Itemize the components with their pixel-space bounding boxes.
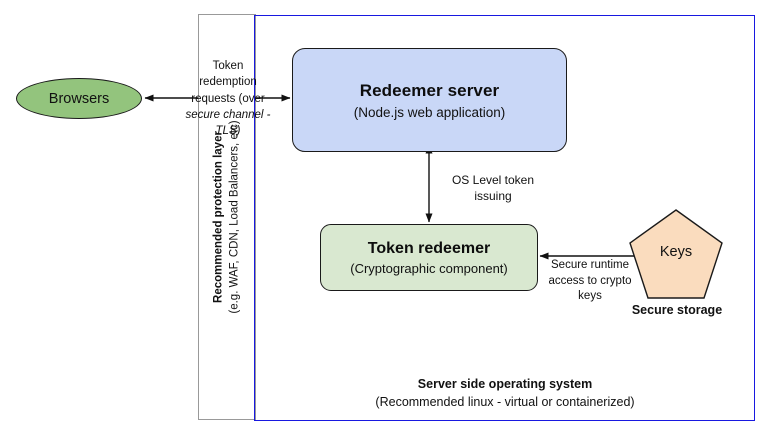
protection-layer-subtitle: (e.g. WAF, CDN, Load Balancers, etc): [228, 120, 240, 314]
secure-runtime-line-2: access to crypto: [548, 274, 632, 287]
protection-layer-container: Recommended protection layer (e.g. WAF, …: [198, 14, 256, 420]
secure-runtime-line-3: keys: [578, 290, 602, 303]
node-browsers[interactable]: Browsers: [16, 78, 142, 119]
edge-label-line-1: Token: [212, 60, 244, 72]
edge-label-os-level-token-issuing: OS Level token issuing: [427, 172, 559, 204]
server-boundary-caption: Server side operating system (Recommende…: [330, 375, 680, 411]
node-token-redeemer[interactable]: Token redeemer (Cryptographic component): [320, 224, 538, 291]
edge-label-token-redemption: Token redemption requests (over secure c…: [182, 58, 274, 140]
edge-label-line-5: TLS): [215, 125, 241, 138]
protection-layer-label: Recommended protection layer (e.g. WAF, …: [211, 120, 242, 313]
secure-storage-caption: Secure storage: [631, 303, 723, 317]
node-redeemer-server-subtitle: (Node.js web application): [353, 104, 506, 120]
edge-label-line-2: redemption: [199, 76, 257, 89]
edge-label-line-3: requests (over: [191, 92, 265, 105]
server-boundary-title: Server side operating system: [417, 377, 593, 391]
secure-runtime-line-1: Secure runtime: [551, 259, 629, 271]
os-level-line-1: OS Level token: [451, 173, 535, 187]
edge-label-line-4: secure channel -: [185, 108, 271, 121]
os-level-line-2: issuing: [474, 189, 512, 204]
node-token-redeemer-subtitle: (Cryptographic component): [350, 260, 508, 276]
protection-layer-title: Recommended protection layer: [212, 131, 225, 303]
node-token-redeemer-title: Token redeemer: [367, 239, 491, 257]
node-redeemer-server-title: Redeemer server: [359, 80, 500, 100]
node-browsers-label: Browsers: [48, 90, 110, 107]
server-boundary-subtitle: (Recommended linux - virtual or containe…: [375, 395, 635, 410]
edge-label-secure-runtime-access: Secure runtime access to crypto keys: [540, 258, 640, 305]
node-redeemer-server[interactable]: Redeemer server (Node.js web application…: [292, 48, 567, 152]
node-keys-label: Keys: [659, 244, 693, 260]
server-boundary-container: [254, 15, 755, 421]
node-keys[interactable]: Keys: [628, 208, 724, 300]
pentagon-icon: [629, 209, 723, 299]
